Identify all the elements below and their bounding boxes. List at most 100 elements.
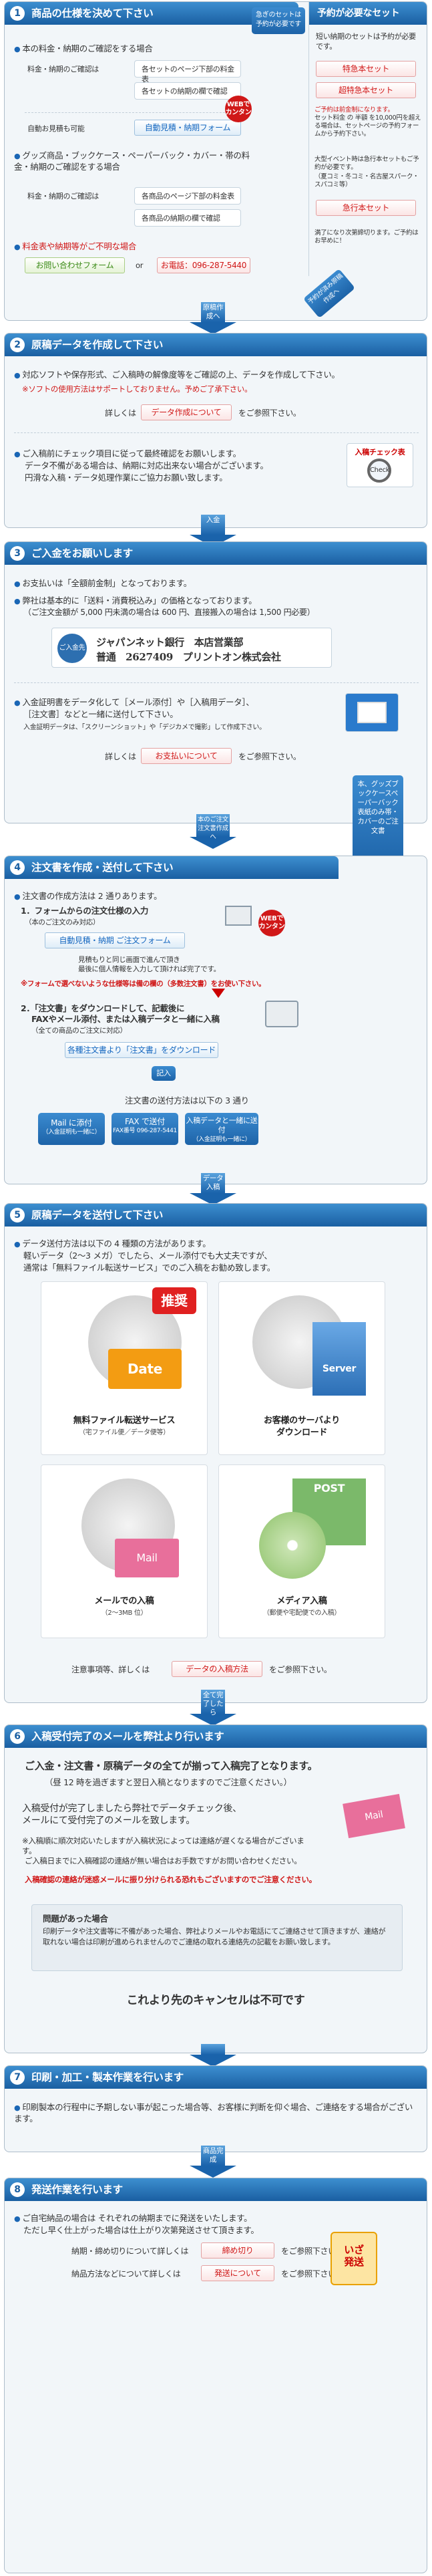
arrow-to-step8: 商品完成 <box>190 2146 236 2178</box>
print-text: 印刷製本の行程中に予期しない事が起こった場合等、お客様に判断を仰ぐ場合、ご連絡を… <box>14 2102 415 2124</box>
web-badge: WEBでカンタン <box>258 910 285 936</box>
data-send-button[interactable]: 入稿データと一緒に送付（入金証明も一緒に） <box>185 1113 258 1145</box>
divider <box>14 682 419 683</box>
express-set-button[interactable]: 特急本セット <box>316 61 416 77</box>
step-title: 商品の仕様を決めて下さい <box>31 7 154 19</box>
download-order-button[interactable]: 各種注文書より「注文書」をダウンロード <box>65 1042 218 1058</box>
contact-form-button[interactable]: お問い合わせフォーム <box>25 257 125 273</box>
delivery-label: 納品方法などについて詳しくは <box>71 2269 181 2279</box>
auto-estimate-button[interactable]: 自動見積・納期フォーム <box>134 120 241 136</box>
deadline-button[interactable]: 締め切り <box>201 2242 274 2259</box>
server-card[interactable]: Server お客様のサーバより ダウンロード <box>218 1281 385 1455</box>
send-intro2: 軽いデータ（2～3 メガ）でしたら、メール添付でも大丈夫ですが、 <box>23 1251 272 1261</box>
step7-section: 7印刷・加工・製本作業を行います 印刷製本の行程中に予期しない事が起こった場合等… <box>4 2065 427 2152</box>
complete-lead: ご入金・注文書・原稿データの全てが揃って入稿完了となります。 <box>25 1760 318 1772</box>
mail-card[interactable]: Mail メールでの入稿 （2～3MB 位） <box>41 1464 208 1638</box>
check-text: ご入稿前にチェック項目に従って最終確認をお願いします。 <box>14 448 241 460</box>
label-check: 料金・納期のご確認は <box>27 65 99 74</box>
option1-title: 1．フォームからの注文仕様の入力 <box>21 906 149 916</box>
data-creation-button[interactable]: データ作成について <box>141 404 232 420</box>
event-note2: （夏コミ・冬コミ・名古屋スパーク・スパコミ等） <box>314 173 419 188</box>
express-book-button[interactable]: 急行本セット <box>316 200 416 216</box>
unknown-heading: 料金表や納期等がご不明な場合 <box>14 241 136 253</box>
magnifier-icon: Check <box>367 459 391 483</box>
refer-text: をご参照下さい。 <box>281 2246 344 2256</box>
label-auto: 自動お見積も可能 <box>27 124 85 133</box>
box-delivery: 各セットの納期の欄で確認 <box>134 82 241 100</box>
proof-text3: 入金証明データは、「スクリーンショット」や「デジカメで撮影」して作成下さい。 <box>23 724 266 731</box>
accept-note2: ご入稿日までに入稿確認の連絡が無い場合はお手数ですがお問い合わせください。 <box>25 1856 302 1865</box>
step-number: 1 <box>10 6 25 21</box>
reserve-note2: セット料金 の 半額 を10,000円を超える場合は、セットページの予約フォーム… <box>314 114 421 138</box>
down-arrow <box>212 989 225 998</box>
detail-label: 注意事項等、詳しくは <box>71 1665 150 1674</box>
option1-sub: （本のご注文のみ対応） <box>25 918 100 926</box>
checklist-title: 入稿チェック表 <box>355 448 405 457</box>
bank-account: 普通 2627409 プリントオン株式会社 <box>96 651 281 663</box>
fax-icon <box>265 1001 298 1027</box>
detail-label: 詳しくは <box>105 408 136 418</box>
file-transfer-card[interactable]: Date 推奨 無料ファイル転送サービス （宅ファイル便／データ便等） <box>41 1281 208 1455</box>
goods-check-heading: グッズ商品・ブックケース・ペーパーバック・カバー・帯の料金・納期のご確認をする場… <box>14 150 254 172</box>
super-express-set-button[interactable]: 超特急本セット <box>316 82 416 98</box>
monitor-icon <box>357 702 387 723</box>
media-card[interactable]: POST メディア入稿 （郵便や宅配便での入稿） <box>218 1464 385 1638</box>
checklist-image[interactable]: 入稿チェック表 Check <box>347 443 413 487</box>
arrow-to-step2: 原稿作成へ <box>190 302 236 334</box>
refer-text: をご参照下さい。 <box>269 1665 332 1674</box>
accept-p2: メールにて受付完了のメールを致します。 <box>22 1815 195 1826</box>
mail-send-button[interactable]: Mail に添付（入金証明も一緒に） <box>38 1113 105 1145</box>
arrow-to-step5: データ入稿 <box>190 1173 236 1205</box>
send-intro: データ送付方法は以下の 4 種類の方法があります。 <box>14 1239 210 1250</box>
option1-note: 見積もりと同じ画面で進んで頂き <box>78 956 180 964</box>
option2-title: 2．「注文書」をダウンロードして、記載後に <box>21 1003 185 1013</box>
order-form-button[interactable]: 自動見積・納期 ご注文フォーム <box>45 932 185 948</box>
bank-name: ジャパンネット銀行 本店営業部 <box>96 636 244 648</box>
shipping-button[interactable]: 発送について <box>201 2265 274 2281</box>
send-intro3: 通常は「無料ファイル転送サービス」でのご入稿をお勧め致します。 <box>23 1263 275 1273</box>
closing-note: 満了になり次第締切ります。ご予約はお早めに！ <box>314 229 419 245</box>
kinyu-label: 記入 <box>152 1066 176 1081</box>
step2-text: 対応ソフトや保存形式、ご入稿時の解像度等をご確認の上、データを作成して下さい。 <box>14 370 415 381</box>
phone-button[interactable]: お電話：096-287-5440 <box>157 257 250 273</box>
box-price-table: 各セットのページ下部の料金表 <box>134 60 241 84</box>
box-goods-delivery: 各商品の納期の欄で確認 <box>134 209 241 227</box>
event-note: 大型イベント時は急行本セットもご予約が必要です。 <box>314 156 419 171</box>
no-cancel: これより先のキャンセルは不可です <box>126 1994 305 2007</box>
upload-method-button[interactable]: データの入稿方法 <box>172 1661 262 1677</box>
refer-text: をご参照下さい。 <box>238 408 301 418</box>
accept-note1: ※入稿順に順次対応いたしますが入稿状況によっては連絡が遅くなる場合がございます。 <box>22 1836 304 1855</box>
screenshot-image <box>345 693 399 732</box>
mail-icon: Mail <box>343 1793 405 1839</box>
divider <box>14 432 419 433</box>
server-icon: Server <box>312 1322 366 1396</box>
detail-label: 詳しくは <box>105 752 136 761</box>
accept-p1: 入稿受付が完了しましたら弊社でデータチェック後、 <box>22 1803 242 1814</box>
option2-sub: （全ての商品のご注文に対応） <box>31 1027 127 1035</box>
send-method-text: 注文書の送付方法は以下の 3 通り <box>125 1096 249 1106</box>
web-badge: WEBでカンタン <box>225 96 252 122</box>
reserve-note: ご予約は前金制になります。 <box>314 106 394 114</box>
check-text2: データ不備がある場合は、納期に対応出来ない場合がございます。 <box>25 461 268 471</box>
proof-text: 入金証明書をデータ化して［メール添付］や［入稿用データ］、 <box>14 697 254 709</box>
refer-text2: をご参照下さい。 <box>281 2269 344 2279</box>
bank-box: ご入金先 ジャパンネット銀行 本店営業部 普通 2627409 プリントオン株式… <box>51 628 332 668</box>
check-text3: 円滑な入稿・データ処理作業にご協力お願い致します。 <box>25 473 228 483</box>
box-goods-price: 各商品のページ下部の料金表 <box>134 187 241 205</box>
reservation-badge: 急ぎのセットは予約が必要です <box>252 7 305 34</box>
accept-note3: 入稿確認の連絡が迷惑メールに振り分けられる恐れもございますのでご注意ください。 <box>25 1875 316 1884</box>
payment-button[interactable]: お支払いについて <box>141 748 232 764</box>
price-text2: （ご注文金額が 5,000 円未満の場合は 600 円、直接搬入の場合は 1,5… <box>23 608 315 617</box>
cd-icon <box>259 1512 326 1579</box>
shipping-truck-icon: いざ発送 <box>331 2232 377 2285</box>
step2-note: ※ソフトの使用方法はサポートしておりません。予めご了承下さい。 <box>22 384 252 394</box>
